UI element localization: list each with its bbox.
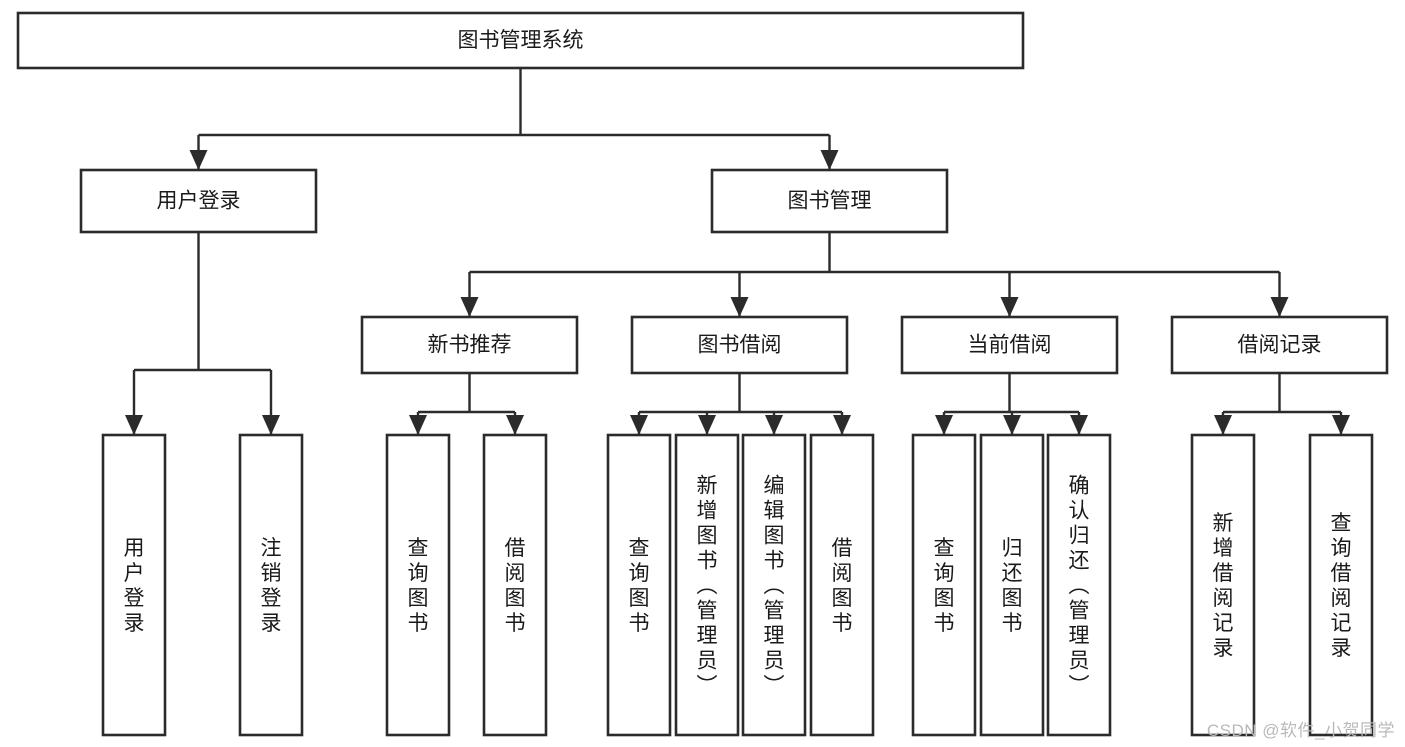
node-box [16, 11, 1025, 70]
arrow-head-icon [262, 415, 280, 435]
connector-layer [125, 68, 1350, 435]
root-node-1[interactable]: 图书管理系统 [16, 11, 1025, 70]
node-box [482, 433, 548, 737]
arrow-head-icon [765, 415, 783, 435]
node-box [741, 433, 807, 737]
node-label: 借阅图书 [832, 537, 853, 635]
arrow-head-icon [1003, 415, 1021, 435]
leaf-node-10[interactable]: 归还图书 [979, 433, 1045, 737]
arrow-head-icon [189, 150, 208, 170]
node-label: 新增借阅记录 [1213, 512, 1234, 660]
node-box [360, 315, 579, 375]
level2-node-1[interactable]: 用户登录 [79, 168, 318, 234]
arrow-head-icon [506, 415, 524, 435]
node-label: 查询图书 [408, 537, 429, 635]
leaf-node-5[interactable]: 查询图书 [606, 433, 672, 737]
arrow-head-icon [820, 150, 839, 170]
node-box [674, 433, 740, 737]
node-label: 新书推荐 [428, 334, 512, 357]
node-label: 用户登录 [157, 190, 241, 213]
node-box [385, 433, 451, 737]
leaf-node-7[interactable]: 编辑图书︵管理员︶ [741, 433, 807, 737]
arrow-head-icon [409, 415, 427, 435]
leaf-node-3[interactable]: 查询图书 [385, 433, 451, 737]
level3-node-4[interactable]: 借阅记录 [1170, 315, 1389, 375]
leaf-node-1[interactable]: 用户登录 [101, 433, 167, 737]
node-box [911, 433, 977, 737]
node-box [900, 315, 1119, 375]
arrow-head-icon [125, 415, 143, 435]
node-box [1170, 315, 1389, 375]
level3-node-2[interactable]: 图书借阅 [630, 315, 849, 375]
node-label: 注销登录 [261, 537, 282, 635]
node-label: 图书管理 [788, 190, 872, 213]
node-box [809, 433, 875, 737]
arrow-head-icon [1332, 415, 1350, 435]
arrow-head-icon [833, 415, 851, 435]
node-label: 图书借阅 [698, 334, 782, 357]
node-label: 借阅图书 [505, 537, 526, 635]
node-box [1046, 433, 1112, 737]
node-layer: 图书管理系统用户登录图书管理新书推荐图书借阅当前借阅借阅记录用户登录注销登录查询… [16, 11, 1389, 737]
level2-node-2[interactable]: 图书管理 [710, 168, 949, 234]
node-box [238, 433, 304, 737]
node-label: 查询图书 [629, 537, 650, 635]
node-box [101, 433, 167, 737]
arrow-head-icon [698, 415, 716, 435]
node-box [1308, 433, 1374, 737]
watermark-text: CSDN @软件_小贺同学 [1206, 721, 1395, 740]
node-label: 归还图书 [1002, 537, 1023, 635]
arrow-head-icon [730, 297, 749, 317]
node-box [79, 168, 318, 234]
leaf-node-13[interactable]: 查询借阅记录 [1308, 433, 1374, 737]
leaf-node-4[interactable]: 借阅图书 [482, 433, 548, 737]
leaf-node-2[interactable]: 注销登录 [238, 433, 304, 737]
level3-node-3[interactable]: 当前借阅 [900, 315, 1119, 375]
node-label: 确认归还︵管理员︶ [1069, 475, 1090, 698]
node-label: 图书管理系统 [458, 29, 584, 52]
arrow-head-icon [1000, 297, 1019, 317]
leaf-node-11[interactable]: 确认归还︵管理员︶ [1046, 433, 1112, 737]
arrow-head-icon [460, 297, 479, 317]
leaf-node-9[interactable]: 查询图书 [911, 433, 977, 737]
node-label: 编辑图书︵管理员︶ [764, 475, 785, 698]
leaf-node-12[interactable]: 新增借阅记录 [1190, 433, 1256, 737]
arrow-head-icon [1270, 297, 1289, 317]
node-box [630, 315, 849, 375]
node-box [606, 433, 672, 737]
leaf-node-6[interactable]: 新增图书︵管理员︶ [674, 433, 740, 737]
level3-node-1[interactable]: 新书推荐 [360, 315, 579, 375]
leaf-node-8[interactable]: 借阅图书 [809, 433, 875, 737]
node-label: 借阅记录 [1238, 334, 1322, 357]
node-label: 用户登录 [124, 537, 145, 635]
arrow-head-icon [630, 415, 648, 435]
node-label: 查询图书 [934, 537, 955, 635]
arrow-head-icon [1214, 415, 1232, 435]
arrow-head-icon [935, 415, 953, 435]
node-box [979, 433, 1045, 737]
node-box [1190, 433, 1256, 737]
arrow-head-icon [1070, 415, 1088, 435]
node-label: 查询借阅记录 [1331, 512, 1352, 660]
node-label: 新增图书︵管理员︶ [697, 475, 718, 698]
node-label: 当前借阅 [968, 334, 1052, 357]
node-box [710, 168, 949, 234]
